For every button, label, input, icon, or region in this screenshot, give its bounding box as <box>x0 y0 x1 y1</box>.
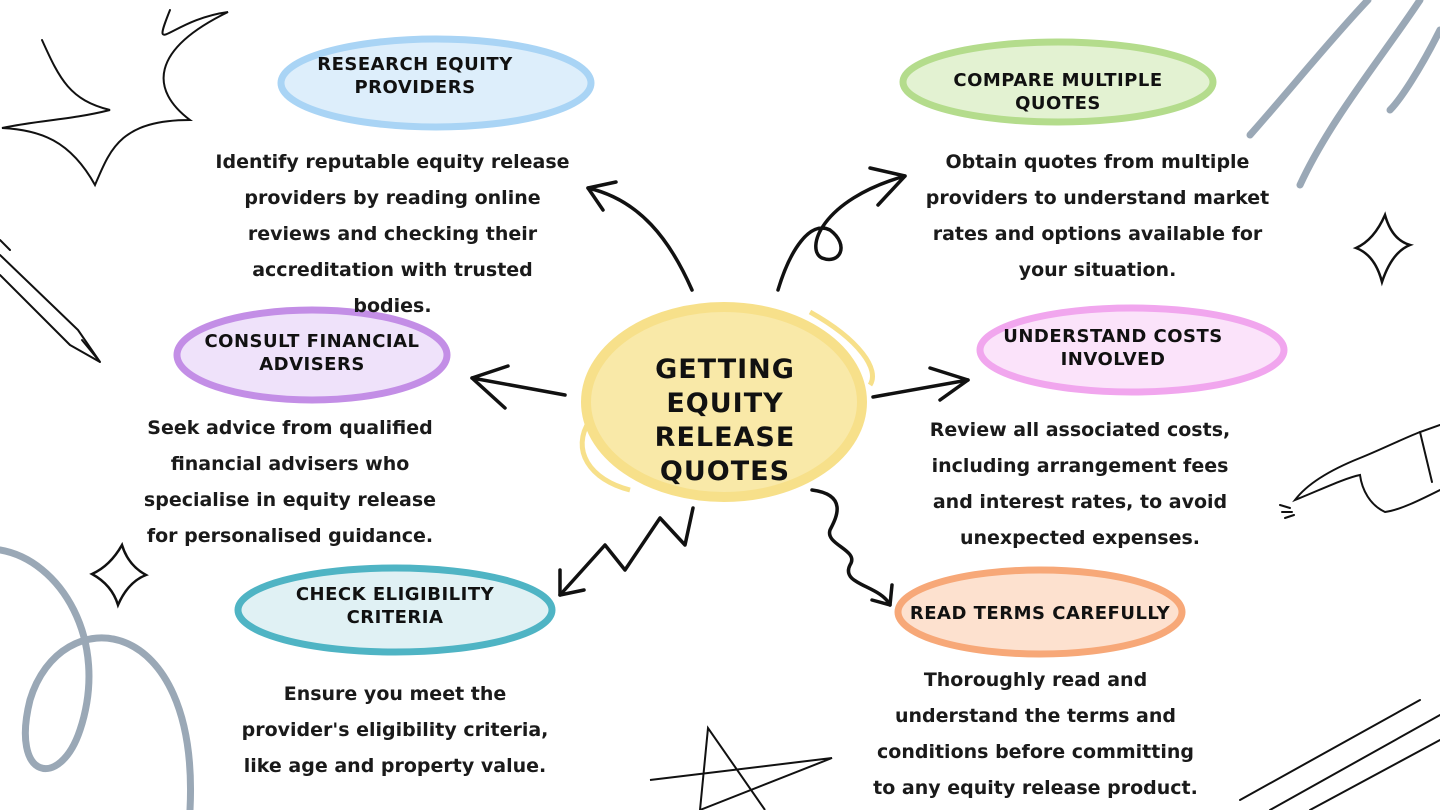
node-consult-bubble <box>173 306 451 404</box>
starburst-icon <box>1 9 229 188</box>
node-compare-desc: Obtain quotes from multiple providers to… <box>925 151 1270 281</box>
node-eligibility-bubble <box>234 564 556 656</box>
node-consult-desc: Seek advice from qualified financial adv… <box>143 417 437 547</box>
sparkle-icon <box>89 541 149 609</box>
arrow-to-terms <box>810 488 894 607</box>
node-compare-bubble <box>899 38 1217 126</box>
arrow-to-costs <box>871 366 970 402</box>
center-node <box>579 302 875 502</box>
scribble-lines-icon <box>1239 699 1440 810</box>
sparkle-icon <box>1352 211 1414 287</box>
node-terms-bubble <box>894 566 1186 658</box>
node-compare-title: COMPARE MULTIPLE QUOTES <box>953 70 1163 114</box>
node-eligibility-desc: Ensure you meet the provider's eligibili… <box>241 683 549 777</box>
node-terms-title: READ TERMS CAREFULLY <box>909 603 1171 624</box>
scribble-lines-icon <box>1246 0 1440 189</box>
arrow-to-eligibility <box>558 506 695 597</box>
star-outline-icon <box>649 725 833 810</box>
pencil-icon <box>0 239 101 363</box>
node-terms-desc: Thoroughly read and understand the terms… <box>873 669 1198 799</box>
arrow-to-compare <box>776 166 907 292</box>
node-costs-title: UNDERSTAND COSTS INVOLVED <box>1003 326 1223 370</box>
scribble-lines-icon <box>0 546 194 810</box>
node-research-title: RESEARCH EQUITY PROVIDERS <box>317 54 513 98</box>
arrow-to-consult <box>470 364 567 410</box>
center-title: GETTING EQUITY RELEASE QUOTES <box>654 354 796 487</box>
node-research-bubble <box>277 35 595 131</box>
arrow-to-research <box>586 180 694 292</box>
pointing-hand-icon <box>1279 424 1440 519</box>
node-consult-title: CONSULT FINANCIAL ADVISERS <box>204 331 420 375</box>
node-eligibility-title: CHECK ELIGIBILITY CRITERIA <box>295 584 495 628</box>
node-research-desc: Identify reputable equity release provid… <box>215 151 570 317</box>
node-costs-bubble <box>976 304 1288 396</box>
node-costs-desc: Review all associated costs, including a… <box>929 419 1231 549</box>
